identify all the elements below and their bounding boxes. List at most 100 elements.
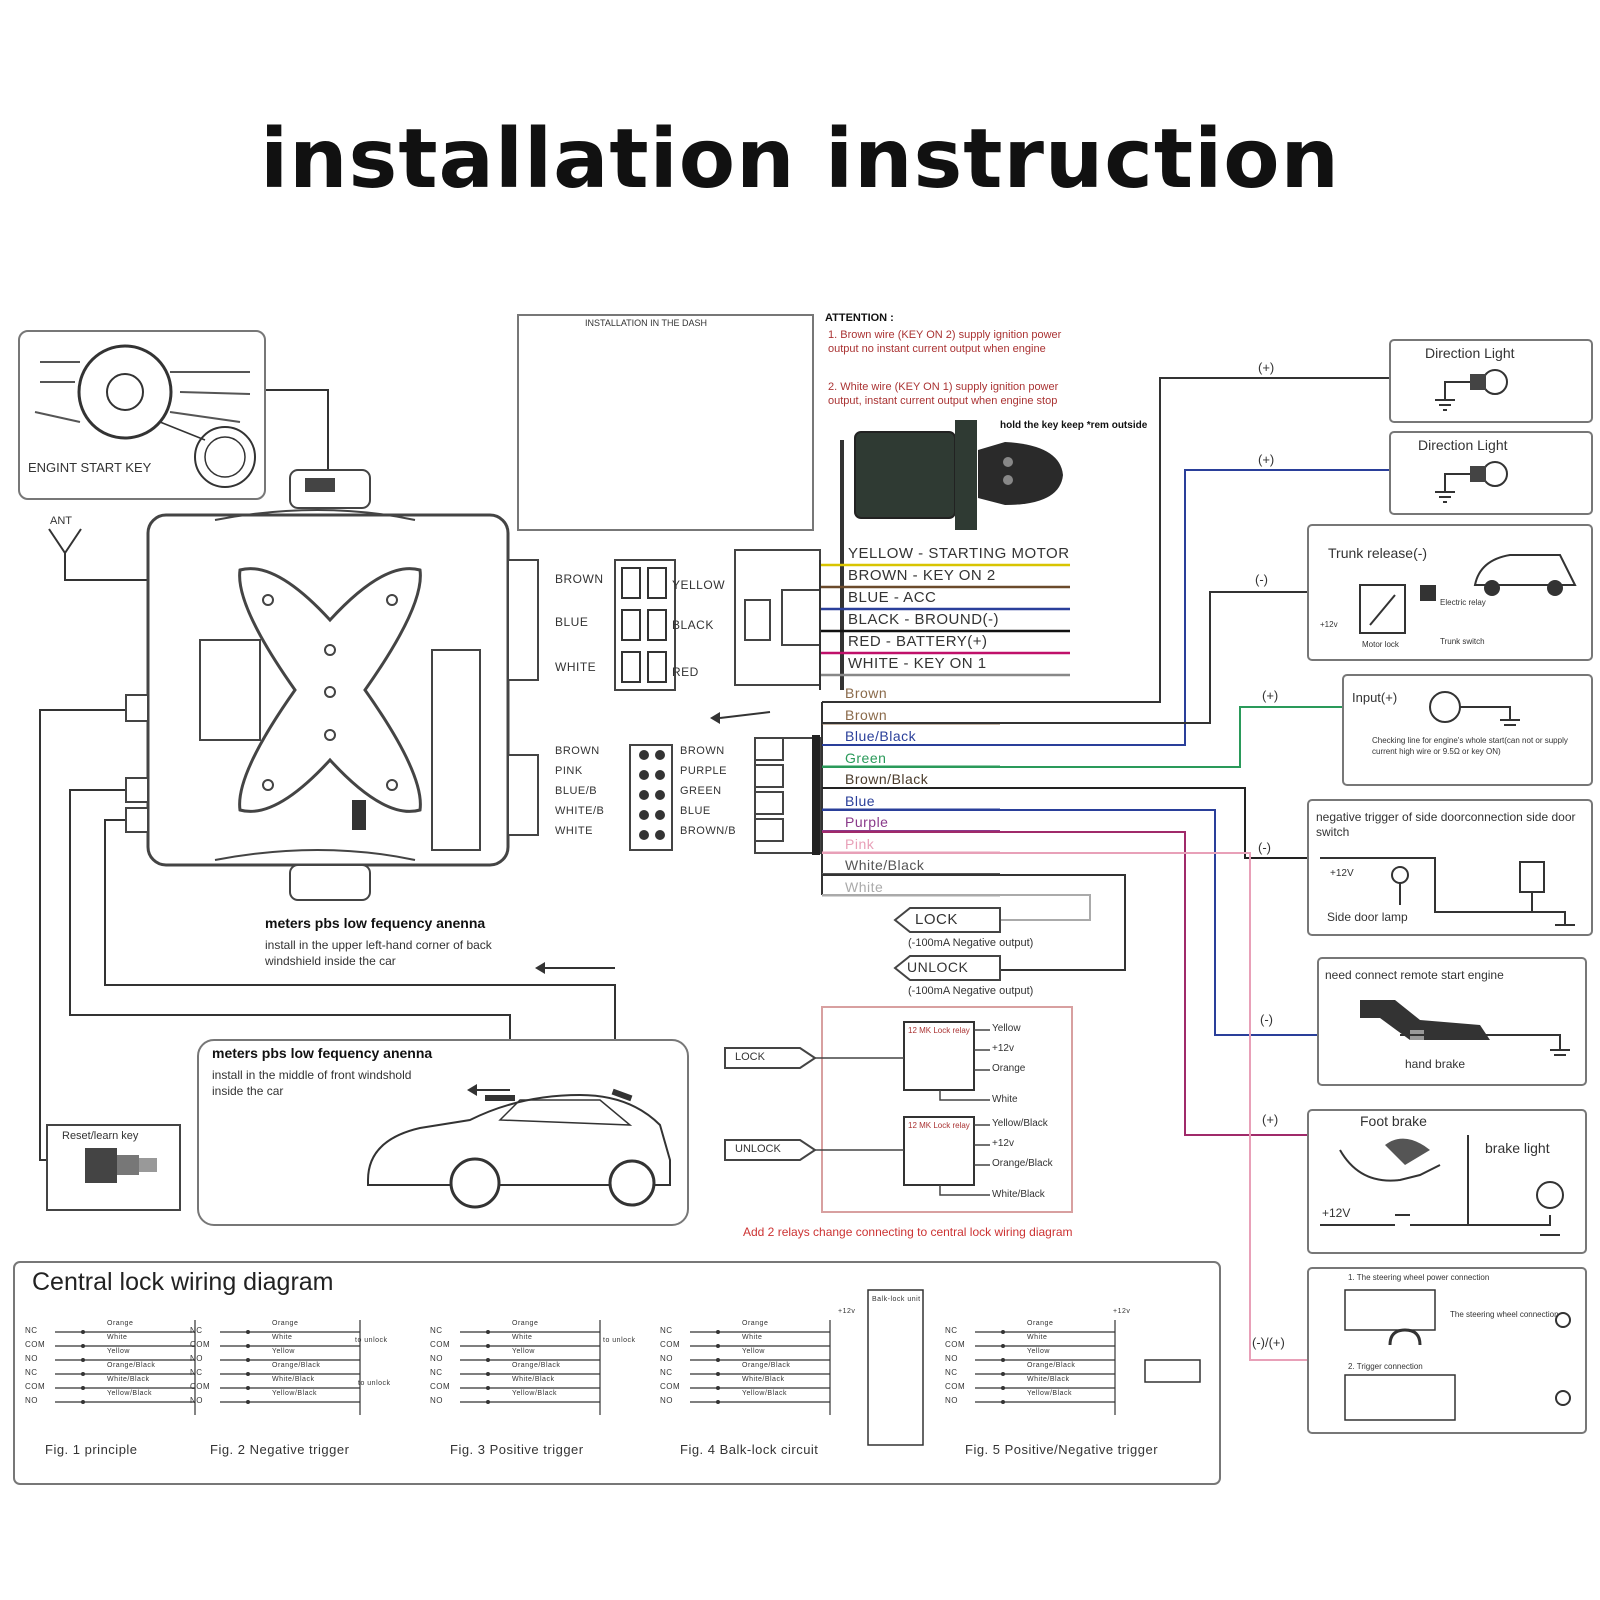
cl-wire-label: Yellow (742, 1348, 765, 1355)
lock-output-note: (-100mA Negative output) (908, 937, 1034, 949)
cl-node (246, 1386, 250, 1390)
front-antenna-title: meters pbs low fequency anenna (212, 1045, 433, 1061)
page-title: installation instruction (260, 112, 1340, 207)
cl-pin-label: NO (945, 1396, 958, 1405)
relay-unlock-pin-3: Orange/Black (992, 1158, 1053, 1169)
power-wire-label: YELLOW - STARTING MOTOR (848, 545, 1070, 562)
small-connector-right-label: BLUE (680, 805, 711, 817)
attention-heading: ATTENTION : (825, 312, 894, 324)
antenna-icon (48, 528, 82, 573)
cl-wire-label: White (107, 1334, 128, 1341)
unlock-output: UNLOCK (907, 959, 969, 975)
cl-node (716, 1330, 720, 1334)
side-door-12v: +12V (1330, 868, 1354, 879)
cl-wire-label: Yellow/Black (1027, 1390, 1073, 1397)
direction-light-1: Direction Light (1425, 345, 1515, 361)
cl-wire-label: Orange/Black (742, 1362, 791, 1369)
cl-node (716, 1344, 720, 1348)
cl-wire-label: Yellow (107, 1348, 130, 1355)
connector-pin (639, 810, 649, 820)
cl-wire-label: White (1027, 1334, 1048, 1341)
signal-wire-label: White/Black (845, 857, 925, 873)
cl-node (246, 1372, 250, 1376)
cl-wire-label: Orange (512, 1320, 539, 1327)
power-wire-label: BLUE - ACC (848, 589, 937, 606)
trunk-note-2: Motor lock (1362, 640, 1399, 649)
cl-wire-label: Orange (272, 1320, 299, 1327)
cl-plug (1144, 1359, 1201, 1383)
attention-note-2: 2. White wire (KEY ON 1) supply ignition… (828, 381, 1059, 407)
cl-pin-label: NC (25, 1326, 38, 1335)
cl-pin-label: NC (660, 1326, 673, 1335)
trunk-note-1: +12v (1320, 620, 1338, 629)
cl-wire-label: Yellow (1027, 1348, 1050, 1355)
cl-node (1001, 1330, 1005, 1334)
cl-node (246, 1358, 250, 1362)
relay-lock-label: 12 MK Lock relay (908, 1026, 970, 1035)
cl-node (246, 1400, 250, 1404)
trunk-release: Trunk release(-) (1328, 545, 1428, 561)
small-connector-left-label: PINK (555, 765, 583, 777)
cl-wire-label: Yellow (272, 1348, 295, 1355)
connector-pin (655, 770, 665, 780)
cl-pin-label: NC (190, 1326, 203, 1335)
cl-pin-label: COM (945, 1382, 966, 1391)
cl-node (486, 1344, 490, 1348)
power-wire-label: RED - BATTERY(+) (848, 633, 988, 650)
power-wire-label: BROWN - KEY ON 2 (848, 567, 996, 584)
cl-pin-label: NC (190, 1368, 203, 1377)
hand-brake-title: need connect remote start engine (1325, 968, 1504, 982)
cl-misc: to unlock (358, 1380, 391, 1387)
reset-key-button[interactable] (85, 1148, 157, 1183)
cl-wire-label: Orange (742, 1320, 769, 1327)
signal-wire-label: Brown (845, 706, 888, 723)
signal-wire-label: Pink (845, 835, 875, 852)
cl-node (81, 1330, 85, 1334)
trunk-note-3: Electric relay (1440, 598, 1486, 607)
cl-wire-label: Orange/Black (512, 1362, 561, 1369)
cl-wire-label: White/Black (272, 1376, 315, 1383)
cl-pin-label: NO (190, 1396, 203, 1405)
brake-light-label: brake light (1485, 1140, 1550, 1156)
cl-wire-label: White/Black (512, 1376, 555, 1383)
relay-caption: Add 2 relays change connecting to centra… (743, 1225, 1073, 1239)
cl-wire-label: Yellow/Black (107, 1390, 153, 1397)
connector-pin (655, 750, 665, 760)
brake-12v-label: +12V (1322, 1206, 1351, 1220)
antenna-label: ANT (50, 515, 72, 527)
foot-brake-label: Foot brake (1360, 1113, 1427, 1129)
relay-unlock-tag: UNLOCK (735, 1143, 781, 1155)
last-note-3: 2. Trigger connection (1348, 1362, 1423, 1371)
connector-pin (639, 770, 649, 780)
cl-wire-label: White (272, 1334, 293, 1341)
side-door-title: negative trigger of side doorconnection … (1316, 810, 1576, 839)
cl-pin-label: NO (660, 1396, 673, 1405)
cl-fig-caption: Fig. 5 Positive/Negative trigger (965, 1442, 1159, 1457)
signal-wire-label: Purple (845, 814, 889, 830)
cl-node (486, 1372, 490, 1376)
cl-wire-label: Orange/Black (1027, 1362, 1076, 1369)
cl-misc: to unlock (603, 1337, 636, 1344)
relay-lock-pin-3: Orange (992, 1063, 1026, 1074)
relay-unlock-label: 12 MK Lock relay (908, 1121, 970, 1130)
rear-antenna-desc: install in the upper left-hand corner of… (265, 938, 492, 968)
cl-node (1001, 1372, 1005, 1376)
input-note: Checking line for engine's whole start(c… (1372, 736, 1568, 756)
rear-antenna-title: meters pbs low fequency anenna (265, 915, 486, 931)
cl-wire-label: Yellow/Black (512, 1390, 558, 1397)
cl-node (716, 1386, 720, 1390)
cl-misc: +12v (838, 1308, 856, 1315)
cl-node (246, 1330, 250, 1334)
central-lock-title: Central lock wiring diagram (32, 1268, 334, 1296)
cl-pin-label: COM (190, 1382, 211, 1391)
cl-fig-caption: Fig. 1 principle (45, 1442, 138, 1457)
sign-7: (+) (1262, 1112, 1279, 1127)
cl-wire-label: Yellow/Black (272, 1390, 318, 1397)
signal-wire-label: White (845, 878, 884, 895)
cl-wire-label: Orange/Black (272, 1362, 321, 1369)
cl-node (1001, 1344, 1005, 1348)
small-connector-left-label: WHITE (555, 825, 593, 837)
cl-wire-label: White/Black (1027, 1376, 1070, 1383)
cl-pin-label: NC (25, 1368, 38, 1377)
